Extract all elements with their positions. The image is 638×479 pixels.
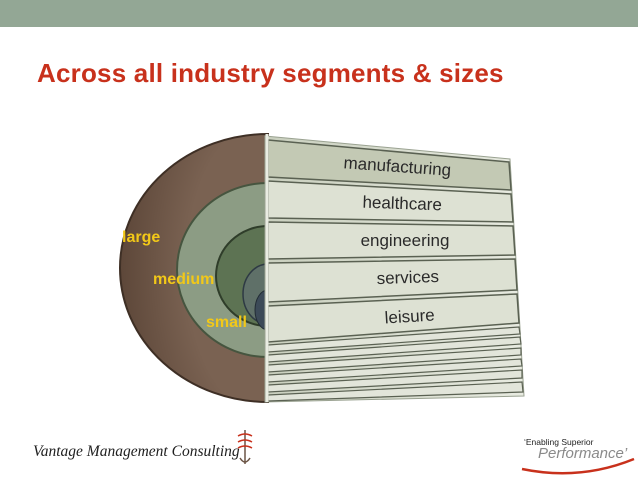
company-logo-icon [237,430,253,464]
industry-strip-services: services [267,258,518,303]
industry-label: engineering [361,231,450,250]
size-rings [119,132,269,404]
industry-label: services [376,267,439,288]
segment-label-large: large [122,229,160,246]
industry-strip-healthcare: healthcare [267,180,514,223]
company-name: Vantage Management Consulting [33,443,240,460]
blank-strips [267,326,524,402]
tagline-top: ‘Enabling Superior [524,437,594,447]
tagline-bottom: Performance’ [538,445,628,462]
header-bar [0,0,638,27]
industry-strip-leisure: leisure [267,293,520,343]
page-title: Across all industry segments & sizes [37,58,504,88]
swoosh-icon [521,457,635,475]
industry-label: leisure [384,305,435,327]
segment-label-medium: medium [153,271,214,288]
industry-strip-engineering: engineering [267,221,516,260]
industry-strip-manufacturing: manufacturing [267,139,512,191]
segment-label-small: small [206,314,247,331]
industry-label: healthcare [362,193,442,215]
